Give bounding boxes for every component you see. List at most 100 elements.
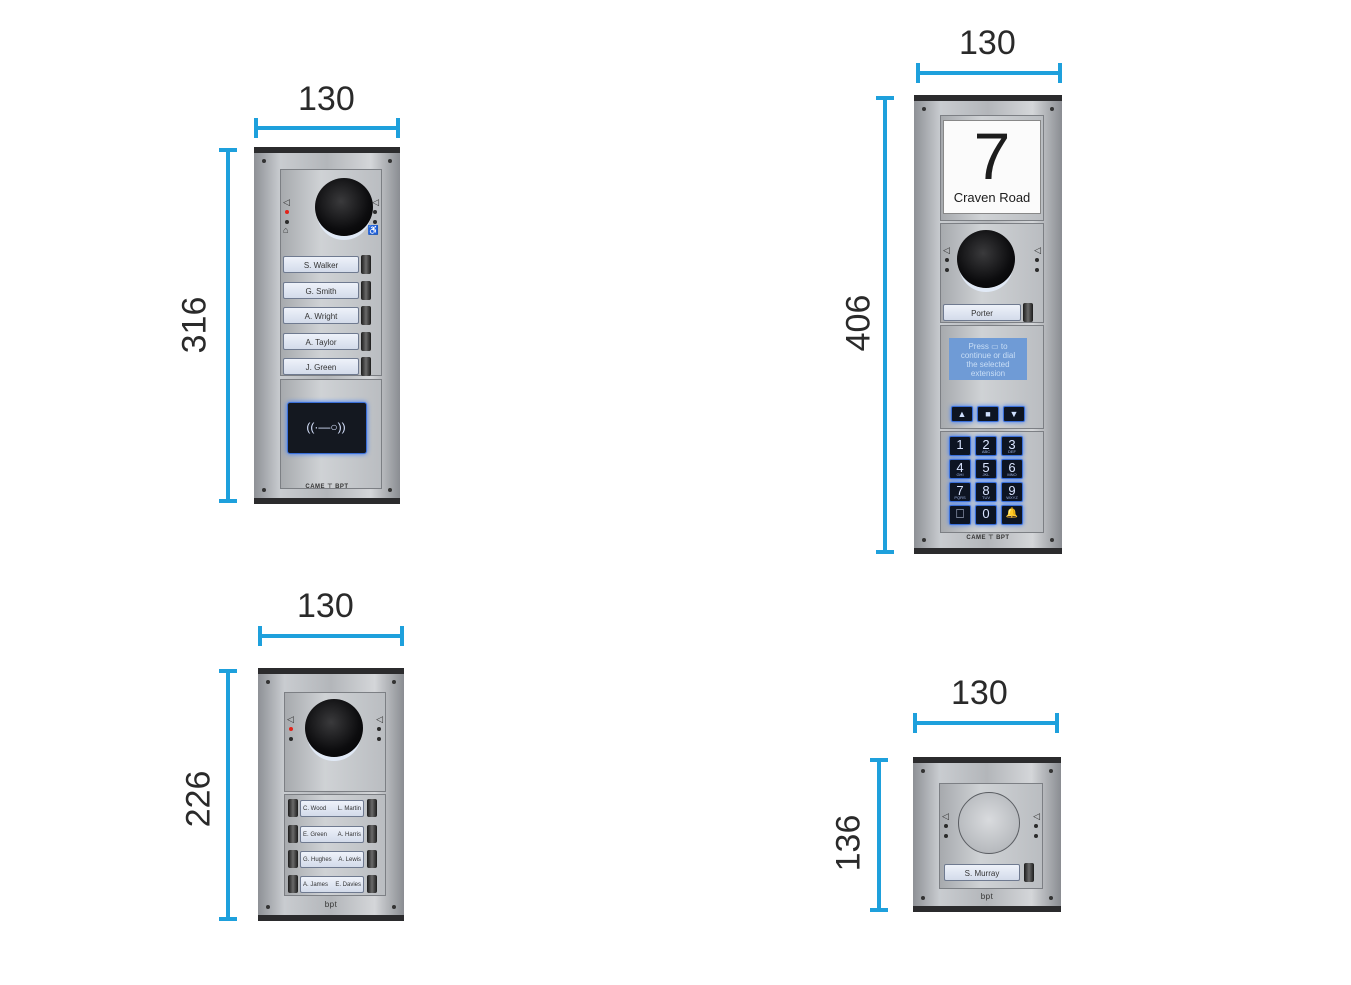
camera-lens-icon: [305, 699, 363, 757]
width-indicator-2: [916, 63, 1062, 83]
name-right: A. Harris: [337, 832, 361, 838]
screw: [921, 896, 925, 900]
screw: [388, 488, 392, 492]
display-module: Press ▭ to continue or dial the selected…: [940, 325, 1044, 429]
down-arrow-button[interactable]: ▼: [1003, 406, 1025, 422]
key-letters: PQRS: [954, 495, 966, 500]
status-led-icon: [945, 258, 949, 262]
proximity-reader[interactable]: [287, 402, 367, 454]
status-led-icon: [1034, 834, 1038, 838]
name-right: L. Martin: [337, 806, 361, 812]
audio-module: ◁ ◁ S. Murray: [939, 783, 1043, 889]
key-letters: WXYZ: [1006, 495, 1018, 500]
dimension-width-label-4: 130: [951, 674, 1008, 712]
name-tag: J. Green: [283, 358, 359, 375]
width-indicator-1: [254, 118, 400, 138]
width-indicator-3: [258, 626, 404, 646]
call-button[interactable]: [367, 875, 377, 893]
book-key-icon[interactable]: ⎕: [949, 505, 971, 525]
key-letters: GHI: [956, 472, 964, 477]
call-button[interactable]: [367, 825, 377, 843]
height-indicator-2: [876, 96, 894, 554]
call-button[interactable]: [288, 875, 298, 893]
bell-key-icon[interactable]: 🔔: [1001, 505, 1023, 525]
key-digit: 1: [956, 437, 964, 452]
call-button[interactable]: [1024, 863, 1034, 882]
status-led-icon: [377, 737, 381, 741]
screw: [266, 680, 270, 684]
door-entry-panel-1: ◁ ⌂ ◁ ♿ S. Walker G. Smith A. Wright A. …: [254, 147, 400, 504]
status-led-icon: [285, 220, 289, 224]
status-led-icon: [1034, 824, 1038, 828]
screw: [266, 905, 270, 909]
call-button[interactable]: [288, 799, 298, 817]
status-led-icon: [289, 737, 293, 741]
screw: [921, 769, 925, 773]
sound-icon: ◁: [1033, 811, 1040, 821]
dimension-height-label-1: 316: [175, 296, 214, 354]
speaker-icon: ◁: [943, 245, 950, 255]
key-digit: 🔔: [1005, 508, 1019, 519]
key-letters: MNO: [1007, 472, 1017, 477]
call-button[interactable]: [361, 357, 371, 376]
key-digit: 5: [982, 460, 990, 475]
keypad-key-1[interactable]: 1: [949, 436, 971, 456]
speaker-grille-icon: [958, 792, 1020, 854]
key-digit: 7: [956, 483, 964, 498]
call-button[interactable]: [367, 850, 377, 868]
call-button[interactable]: [367, 799, 377, 817]
brand-logo: CAME ⊤ BPT: [966, 535, 1010, 541]
speaker-icon: ◁: [287, 714, 294, 724]
camera-module: ◁ ◁: [284, 692, 386, 792]
key-fob-icon: ((·—○)): [306, 420, 346, 434]
status-led-icon: [373, 220, 377, 224]
door-icon: ⌂: [283, 225, 289, 235]
speaker-icon: ◁: [942, 811, 949, 821]
height-indicator-1: [219, 148, 237, 503]
screw: [1049, 769, 1053, 773]
call-button[interactable]: [288, 850, 298, 868]
key-digit: 3: [1008, 437, 1016, 452]
up-arrow-button[interactable]: ▲: [951, 406, 973, 422]
name-left: E. Green: [303, 832, 328, 838]
call-button[interactable]: [361, 306, 371, 325]
height-indicator-3: [219, 669, 237, 921]
screw: [392, 905, 396, 909]
call-button[interactable]: [361, 255, 371, 274]
call-button[interactable]: [361, 281, 371, 300]
proximity-reader-module: ((·—○)): [280, 379, 382, 489]
sound-icon: ◁: [372, 197, 379, 207]
screw: [388, 159, 392, 163]
brand-logo: bpt: [324, 900, 338, 909]
key-digit: 2: [982, 437, 990, 452]
call-button[interactable]: [361, 332, 371, 351]
key-letters: ABC: [981, 449, 991, 454]
name-left: G. Hughes: [303, 857, 332, 863]
screw: [262, 488, 266, 492]
screw: [1050, 107, 1054, 111]
porter-call-button[interactable]: [1023, 303, 1033, 322]
key-letters: TUV: [982, 495, 990, 500]
house-number: 7: [973, 119, 1011, 193]
key-digit: 8: [982, 483, 990, 498]
name-right: A. Lewis: [338, 857, 361, 863]
call-button[interactable]: [288, 825, 298, 843]
keypad-key-0[interactable]: 0: [975, 505, 997, 525]
key-digit: 4: [956, 460, 964, 475]
status-led-icon: [945, 268, 949, 272]
select-button[interactable]: ■: [977, 406, 999, 422]
name-tag-pair: E. Green A. Harris: [300, 826, 364, 843]
camera-module: ◁ ⌂ ◁ ♿ S. Walker G. Smith A. Wright A. …: [280, 169, 382, 376]
